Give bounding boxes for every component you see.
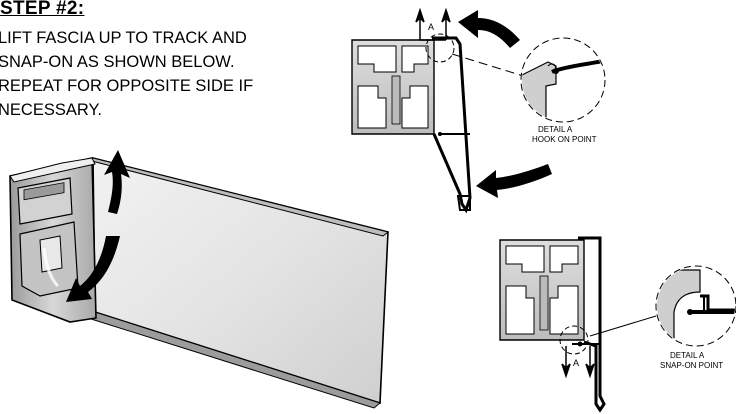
track-top-surface [9, 157, 96, 183]
section-marker-arrow-bottom-left [561, 346, 571, 379]
instruction-line-3: REPEAT FOR OPPOSITE SIDE IF [0, 77, 254, 95]
hook-arrow-icon [458, 10, 520, 48]
swing-arrow-icon [476, 164, 552, 198]
step-heading: STEP #2: [0, 0, 85, 19]
detail-callout-circle-top [425, 33, 455, 63]
track-profile-bottom [499, 239, 585, 341]
instruction-line-2: SNAP-ON AS SHOWN BELOW. [0, 53, 235, 71]
section-marker-label-top: A [428, 22, 434, 32]
detail-caption-top-line1: DETAIL A [538, 125, 573, 134]
instruction-line-4: NECESSARY. [0, 101, 102, 119]
snap-on-detail-group: A DETAIL A SNAP-ON POINT [499, 236, 736, 413]
track-highlight [42, 247, 60, 288]
detail-caption-top-line2: HOOK ON POINT [532, 135, 597, 144]
hook-on-detail-group: A DETAIL A HOOK ON POINT [351, 7, 606, 214]
isometric-track-assembly [9, 150, 390, 409]
instruction-line-1: LIFT FASCIA UP TO TRACK AND [0, 29, 247, 47]
detail-callout-circle-bottom [559, 325, 589, 355]
section-marker-arrow-bottom-right [585, 346, 595, 379]
track-slot [23, 182, 65, 201]
magnified-detail-top [520, 37, 606, 123]
fascia-profile-bottom [578, 236, 606, 413]
track-profile-top [351, 39, 435, 135]
detail-caption-bottom-line2: SNAP-ON POINT [660, 361, 723, 370]
lift-arrow-icon [104, 150, 130, 214]
detail-caption-bottom-line1: DETAIL A [670, 351, 705, 360]
section-marker-arrow-right [441, 7, 451, 40]
section-marker-label-bottom: A [573, 358, 579, 368]
instruction-text: LIFT FASCIA UP TO TRACK AND SNAP-ON AS S… [0, 26, 328, 122]
rotate-arrow-icon [66, 236, 120, 302]
section-marker-arrow-left [415, 7, 425, 40]
magnified-detail-bottom [655, 265, 736, 347]
fascia-profile-top [432, 36, 472, 214]
